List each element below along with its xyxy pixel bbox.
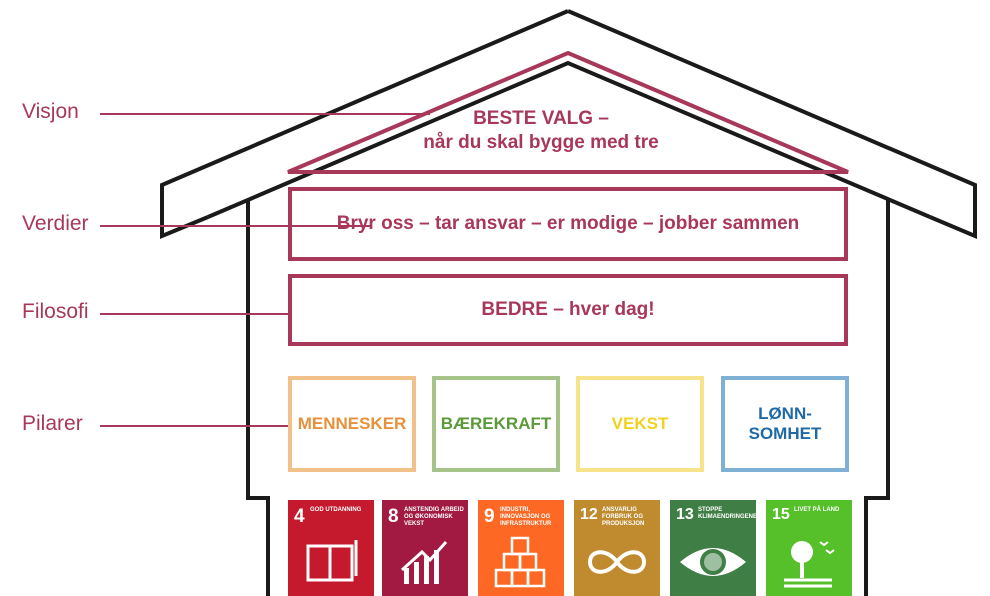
- right-wall: [864, 200, 890, 596]
- pillar-mennesker: MENNESKER: [288, 376, 416, 472]
- pillars-connector: [100, 425, 290, 427]
- sdg-title: GOD UTDANNING: [310, 507, 362, 513]
- earth-eye-icon: [680, 548, 746, 576]
- sdg-number: 9: [484, 506, 495, 527]
- sdg-tile-4: 4 GOD UTDANNING: [288, 500, 374, 596]
- cubes-icon: [494, 536, 546, 588]
- label-pillars: Pilarer: [22, 412, 83, 435]
- infinity-icon: [587, 550, 647, 574]
- label-vision: Visjon: [22, 100, 79, 123]
- roof-left-edge: [160, 9, 569, 239]
- philosophy-connector: [100, 313, 290, 315]
- left-wall: [246, 200, 270, 596]
- book-icon: [306, 540, 358, 582]
- label-philosophy: Filosofi: [22, 300, 89, 323]
- sdg-tile-15: 15 LIVET PÅ LAND: [766, 500, 852, 596]
- sdg-number: 15: [772, 506, 790, 523]
- vision-line1: BESTE VALG –: [473, 108, 609, 129]
- vision-line2: når du skal bygge med tre: [423, 132, 659, 153]
- philosophy-band: BEDRE – hver dag!: [288, 274, 848, 346]
- sdg-title: ANSTENDIG ARBEID OG ØKONOMISK VEKST: [404, 507, 464, 527]
- pillar-label: LØNN- SOMHET: [748, 404, 822, 443]
- sdg-number: 4: [294, 506, 305, 527]
- vision-triangle: [287, 50, 849, 174]
- roof-right-edge: [567, 9, 977, 240]
- pillar-vekst: VEKST: [576, 376, 704, 472]
- pillar-label: MENNESKER: [297, 414, 407, 433]
- philosophy-text: BEDRE – hver dag!: [481, 299, 655, 320]
- sdg-title: ANSVARLIG FORBRUK OG PRODUKSJON: [602, 507, 645, 527]
- vision-text: BESTE VALG – når du skal bygge med tre: [396, 107, 686, 155]
- sdg-title: INDUSTRI, INNOVASJON OG INFRASTRUKTUR: [500, 507, 552, 527]
- tree-birds-icon: [784, 541, 835, 588]
- pillar-lønnsomhet: LØNN- SOMHET: [721, 376, 849, 472]
- values-band: Bryr oss – tar ansvar – er modige – jobb…: [288, 187, 848, 261]
- sdg-number: 12: [580, 506, 598, 523]
- values-connector: [100, 225, 370, 227]
- pillar-label: VEKST: [611, 414, 669, 433]
- sdg-title: STOPPE KLIMAENDRINGENE: [698, 507, 756, 520]
- vision-connector: [100, 113, 430, 115]
- pillar-bærekraft: BÆREKRAFT: [432, 376, 560, 472]
- pillar-label: BÆREKRAFT: [440, 414, 552, 433]
- values-text: Bryr oss – tar ansvar – er modige – jobb…: [336, 213, 800, 234]
- sdg-title: LIVET PÅ LAND: [794, 507, 840, 513]
- sdg-tile-13: 13 STOPPE KLIMAENDRINGENE: [670, 500, 756, 596]
- roof-inner-edge: [207, 60, 931, 219]
- sdg-number: 8: [388, 506, 399, 527]
- growth-chart-icon: [400, 541, 448, 584]
- label-values: Verdier: [22, 212, 89, 235]
- sdg-number: 13: [676, 506, 694, 523]
